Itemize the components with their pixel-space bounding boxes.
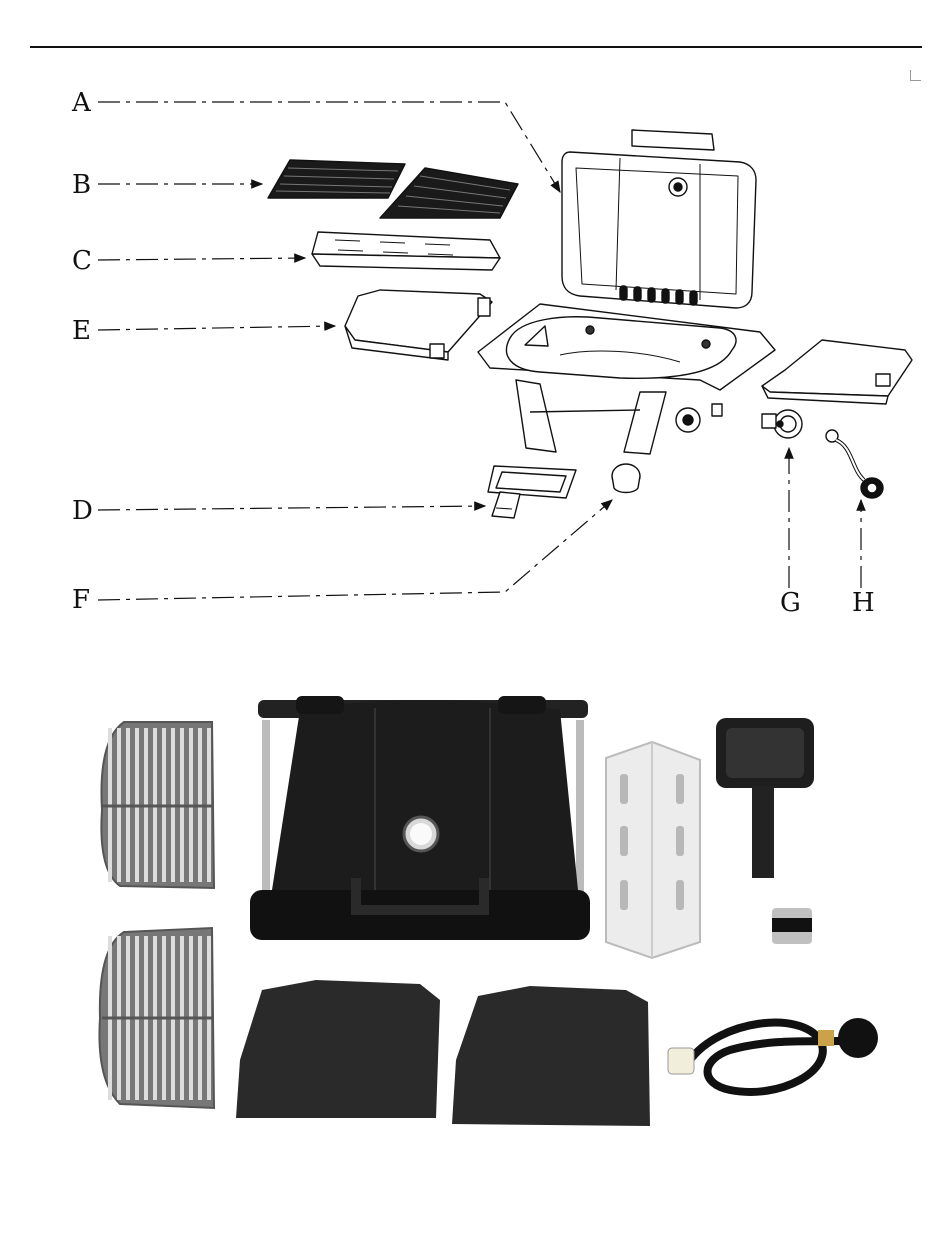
leader-c [98,258,305,260]
leader-f [98,500,612,600]
part-f-knob [612,464,640,493]
photo-side-table-right [452,986,650,1126]
part-a-grill [478,130,775,454]
photo-hose [668,1018,878,1092]
leader-e [98,326,335,330]
right-side-table [762,340,912,404]
leader-d [98,506,485,510]
part-d-grease-tray [488,466,576,518]
photo-deflector [606,742,700,958]
photo-regulator [772,908,812,944]
photo-grease-tray [716,718,814,878]
part-g-regulator [762,410,802,438]
part-c-deflector [312,232,500,270]
photo-grill-body [250,696,590,940]
part-e-side-table [345,290,492,360]
part-b-grates [268,160,518,218]
part-h-hose [826,430,883,498]
photo-side-table-left [236,980,440,1118]
